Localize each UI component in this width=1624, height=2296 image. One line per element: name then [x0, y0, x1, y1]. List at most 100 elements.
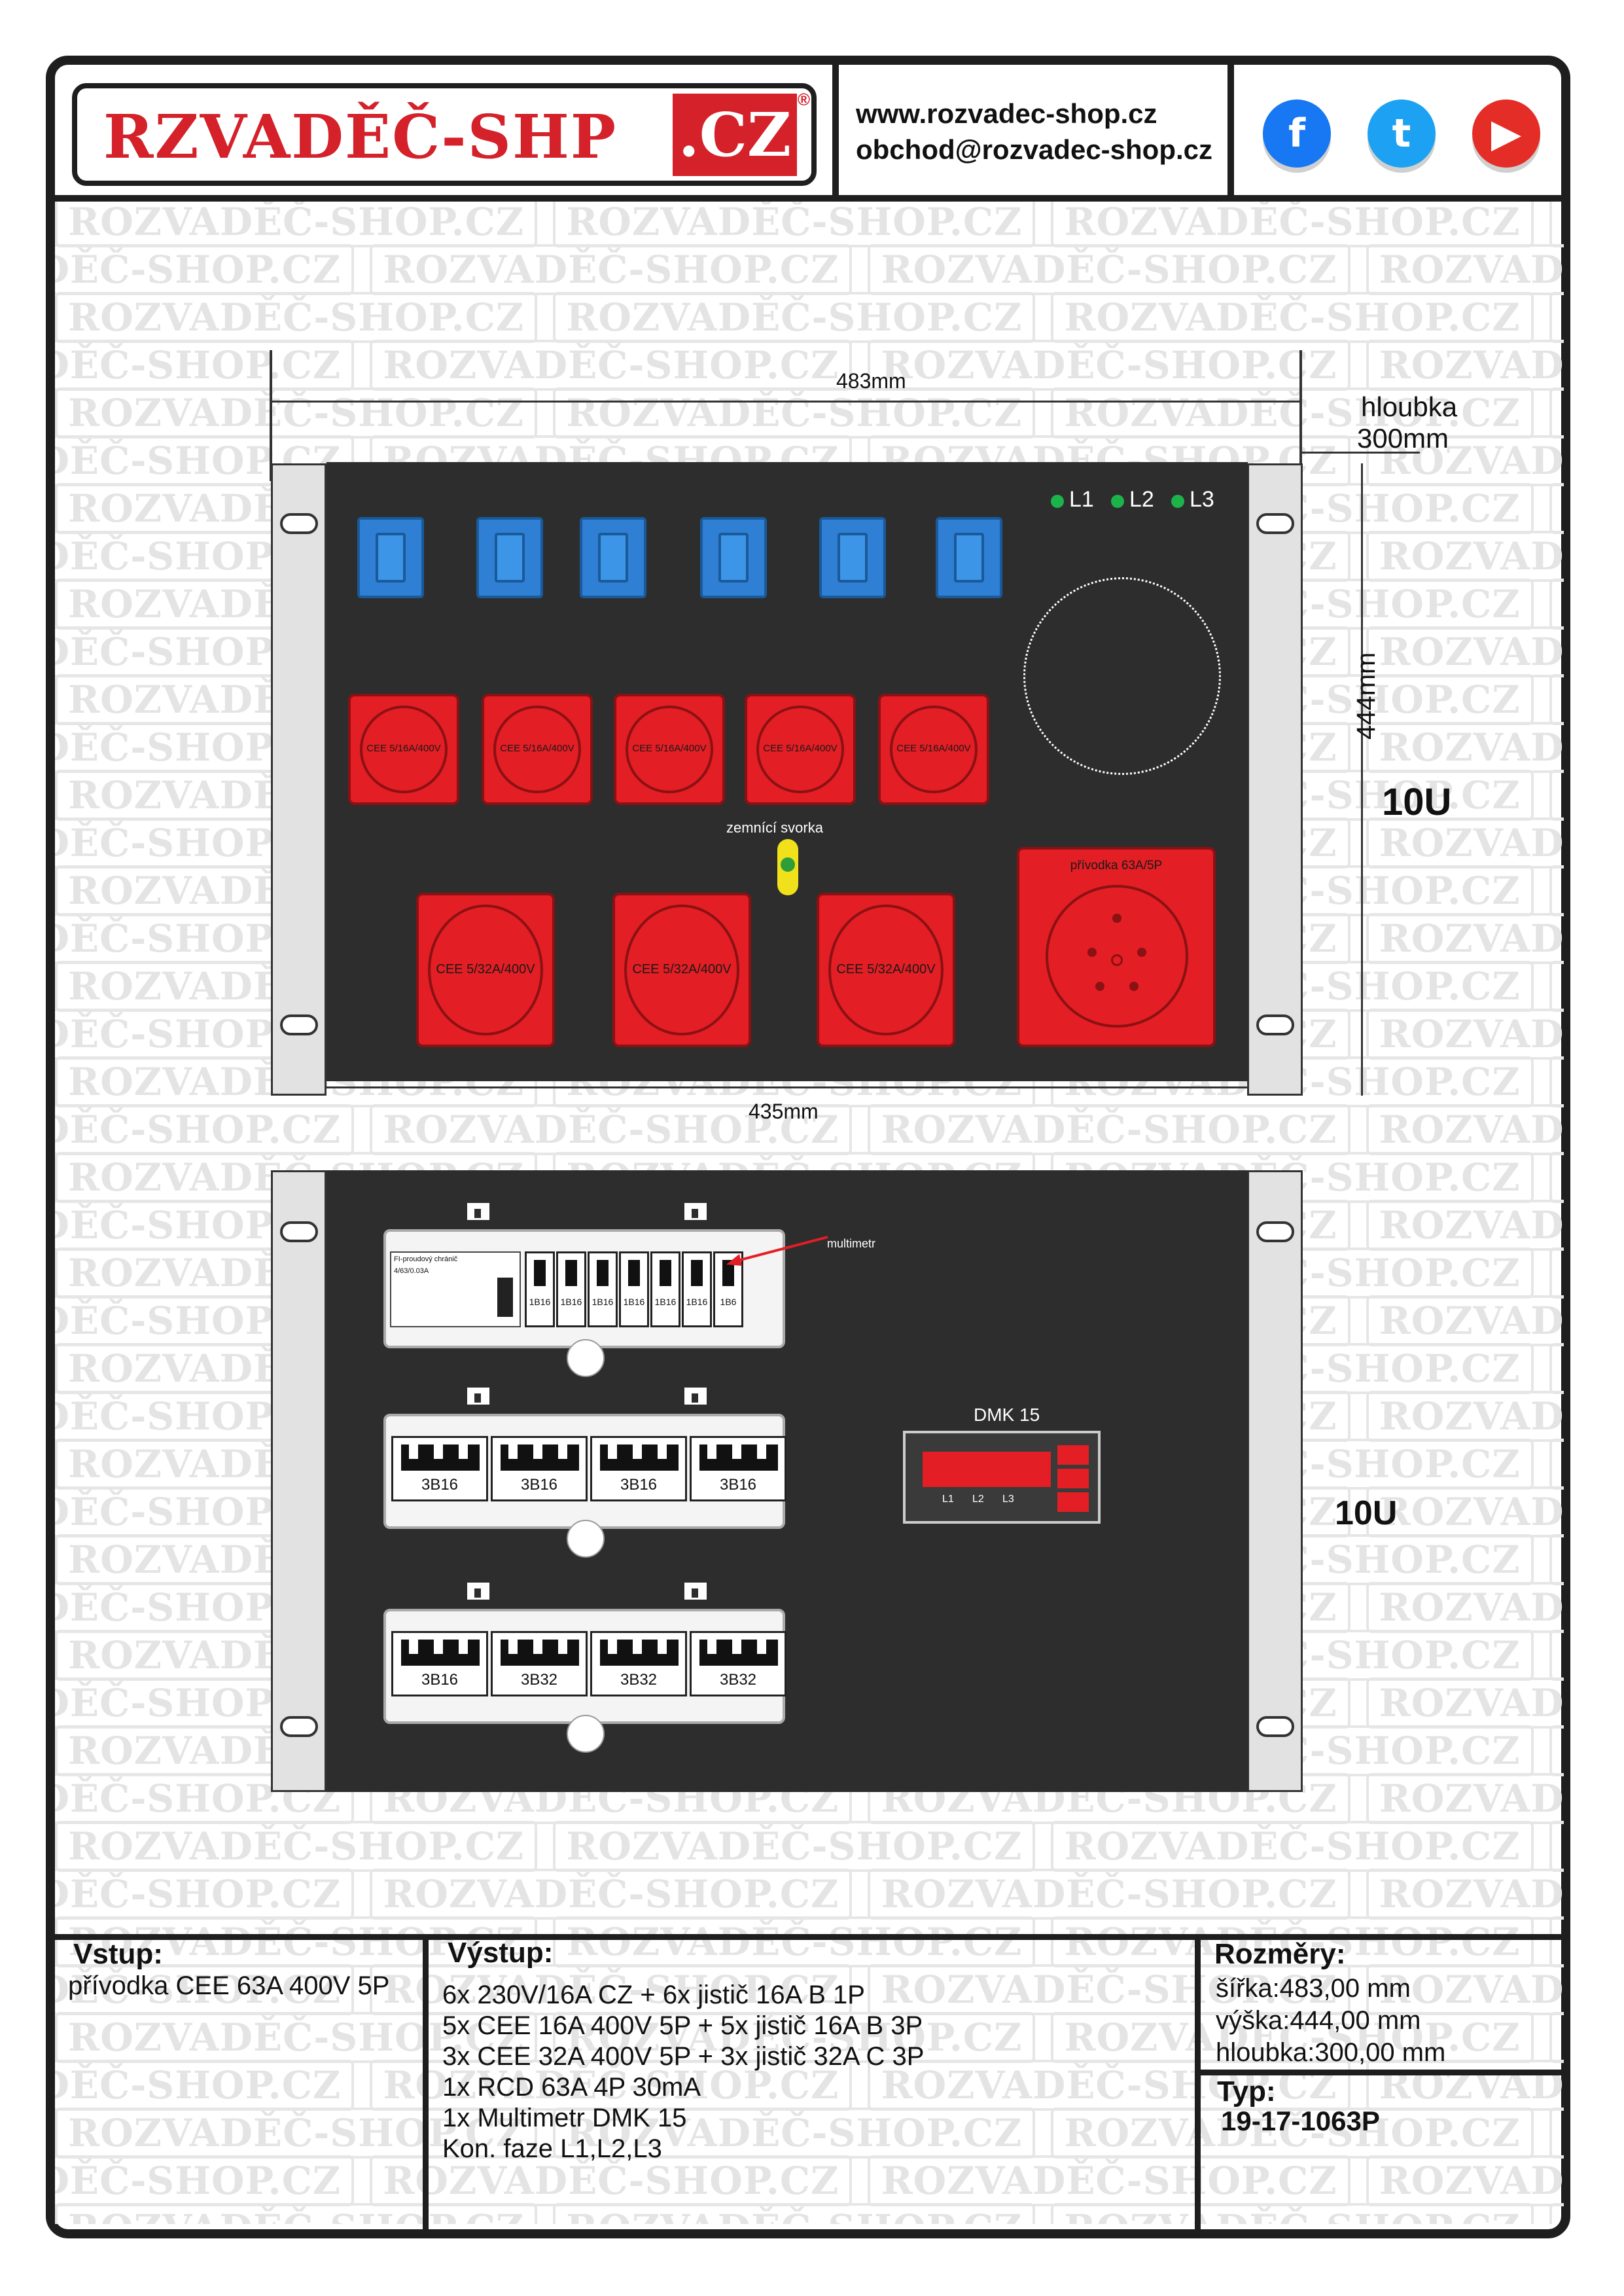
dim-line-inner — [327, 1086, 1248, 1088]
output-line: 5x CEE 16A 400V 5P + 5x jistič 16A B 3P — [442, 2011, 923, 2040]
mcb-notch — [459, 1444, 468, 1459]
table-type-line — [1195, 2070, 1570, 2075]
mcb-1p[interactable]: 1B16 — [556, 1251, 586, 1327]
socket-cee32: CEE 5/32A/400V — [817, 893, 955, 1047]
front-units: 10U — [1382, 781, 1452, 823]
mcb-3p[interactable]: 3B32 — [590, 1631, 687, 1696]
mcb-3p[interactable]: 3B16 — [491, 1436, 588, 1501]
mcb-lever[interactable] — [597, 1260, 609, 1286]
socket-face — [890, 706, 978, 793]
brand-logo[interactable]: RZVADĚČ-SHP .CZ ® — [72, 83, 817, 186]
rcd-lever[interactable] — [497, 1278, 513, 1317]
rack-rail-right — [1247, 463, 1303, 1096]
mcb-3p[interactable]: 3B16 — [391, 1436, 488, 1501]
watermark-row: ROZVADĚČ-SHOP.CZROZVADĚČ-SHOP.CZROZVADĚČ… — [55, 2155, 1564, 2206]
mcb-notch — [558, 1444, 567, 1459]
type-heading: Typ: — [1217, 2075, 1276, 2108]
output-line: Kon. faze L1,L2,L3 — [442, 2134, 662, 2163]
email-link[interactable]: obchod@rozvadec-shop.cz — [856, 134, 1213, 165]
fastener-knob[interactable] — [567, 1339, 605, 1377]
mount-slot — [1256, 1221, 1294, 1242]
mcb-notch — [508, 1640, 518, 1654]
mcb-3p[interactable]: 3B16 — [590, 1436, 687, 1501]
header-separator-1 — [832, 65, 839, 196]
mcb-notch — [508, 1444, 518, 1459]
mcb-notch — [633, 1640, 642, 1654]
watermark-row: ROZVADĚČ-SHOP.CZROZVADĚČ-SHOP.CZROZVADĚČ… — [55, 2203, 1564, 2224]
twitter-icon[interactable]: t — [1368, 99, 1436, 168]
mcb-lever[interactable] — [660, 1260, 671, 1286]
mcb-3p[interactable]: 3B32 — [491, 1631, 588, 1696]
socket-cee32: CEE 5/32A/400V — [612, 893, 751, 1047]
rear-units: 10U — [1335, 1494, 1398, 1532]
mcb-notch — [459, 1640, 468, 1654]
socket-label: CEE 5/16A/400V — [632, 743, 707, 754]
mcb-label: 3B32 — [719, 1671, 757, 1689]
mcb-lever[interactable] — [565, 1260, 577, 1286]
fastener-knob[interactable] — [567, 1715, 605, 1753]
website-link[interactable]: www.rozvadec-shop.cz — [856, 98, 1157, 129]
socket-face — [828, 905, 944, 1035]
rcd-rating: 4/63/0.03A — [394, 1267, 429, 1275]
mcb-lever[interactable] — [628, 1260, 640, 1286]
depth-value: 300mm — [1357, 423, 1449, 454]
multimetr-arrow-icon — [726, 1236, 828, 1266]
meter-button[interactable] — [1057, 1492, 1089, 1512]
depth-label: hloubka — [1361, 391, 1458, 422]
mcb-lever[interactable] — [534, 1260, 546, 1286]
rcd-title: FI-proudový chránič — [394, 1255, 458, 1263]
mcb-notch — [658, 1640, 667, 1654]
mcb-notch — [757, 1444, 766, 1459]
watermark-row: ROZVADĚČ-SHOP.CZROZVADĚČ-SHOP.CZROZVADĚČ… — [55, 244, 1564, 295]
mcb-notch — [434, 1444, 443, 1459]
socket-cee16: CEE 5/16A/400V — [348, 694, 459, 805]
youtube-icon[interactable]: ▶ — [1472, 99, 1540, 168]
watermark-row: ROZVADĚČ-SHOP.CZROZVADĚČ-SHOP.CZROZVADĚČ… — [55, 1964, 1564, 2015]
socket-face — [624, 905, 739, 1035]
dim-width-inner: 435mm — [749, 1100, 819, 1123]
mcb-3p[interactable]: 3B16 — [690, 1436, 786, 1501]
mcb-label: 1B6 — [720, 1297, 737, 1307]
mcb-notch — [558, 1640, 567, 1654]
mount-slot — [280, 1014, 318, 1035]
watermark-row: ROZVADĚČ-SHOP.CZROZVADĚČ-SHOP.CZROZVADĚČ… — [55, 340, 1564, 391]
mcb-1p[interactable]: 1B16 — [619, 1251, 649, 1327]
rear-rail-right — [1247, 1170, 1303, 1792]
meter-phase-label: L3 — [1002, 1494, 1014, 1505]
mcb-lever[interactable] — [722, 1260, 734, 1286]
mcb-notch — [658, 1444, 667, 1459]
facebook-icon[interactable]: f — [1263, 99, 1331, 168]
meter-title: DMK 15 — [974, 1405, 1040, 1425]
socket-label: CEE 5/16A/400V — [500, 743, 574, 754]
fastener-knob[interactable] — [567, 1520, 605, 1558]
dimension-line: výška:444,00 mm — [1216, 2006, 1421, 2035]
din-clip — [467, 1583, 489, 1600]
meter-button[interactable] — [1057, 1445, 1089, 1465]
socket-cee16: CEE 5/16A/400V — [482, 694, 593, 805]
mcb-1p[interactable]: 1B16 — [588, 1251, 618, 1327]
mcb-notch — [533, 1444, 542, 1459]
mcb-lever[interactable] — [691, 1260, 703, 1286]
ground-label: zemnící svorka — [726, 819, 823, 836]
mcb-label: 3B16 — [421, 1671, 459, 1689]
mcb-3p[interactable]: 3B32 — [690, 1631, 786, 1696]
mcb-label: 3B16 — [620, 1476, 658, 1494]
mcb-1p[interactable]: 1B16 — [525, 1251, 555, 1327]
mcb-notch — [757, 1640, 766, 1654]
inlet-63a: přívodka 63A/5P — [1017, 847, 1216, 1047]
mcb-notch — [608, 1640, 617, 1654]
mcb-1p[interactable]: 1B16 — [650, 1251, 680, 1327]
mcb-3p[interactable]: 3B16 — [391, 1631, 488, 1696]
mcb-label: 3B16 — [719, 1476, 757, 1494]
mcb-1p[interactable]: 1B16 — [682, 1251, 712, 1327]
input-heading: Vstup: — [73, 1938, 163, 1970]
output-line: 3x CEE 32A 400V 5P + 3x jistič 32A C 3P — [442, 2042, 925, 2071]
meter-button[interactable] — [1057, 1469, 1089, 1488]
dimensions-heading: Rozměry: — [1214, 1938, 1346, 1970]
dim-height: 444mm — [1352, 652, 1381, 740]
